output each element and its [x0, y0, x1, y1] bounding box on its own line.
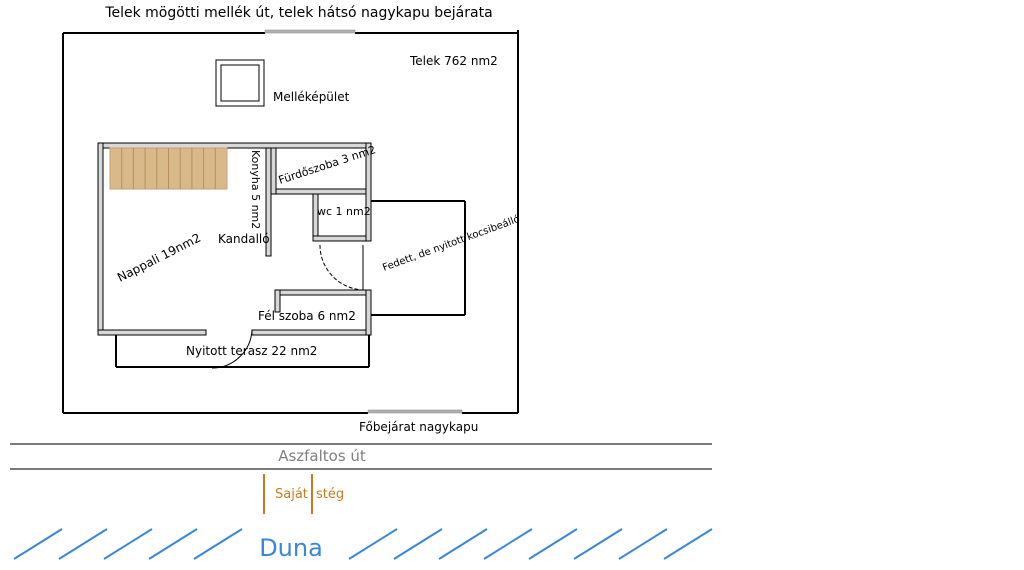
river-wave [103, 528, 153, 560]
river-wave [528, 528, 578, 560]
river-label: Duna [259, 534, 323, 562]
river-wave [573, 528, 623, 560]
river-wave [618, 528, 668, 560]
carport-label: Fedett, de nyitott kocsibeálló [381, 213, 522, 274]
river-wave [193, 528, 243, 560]
house-walls [97, 142, 372, 336]
outbuilding-label: Melléképület [273, 90, 350, 104]
living-room-label: Nappali 19nm2 [115, 231, 203, 285]
river-wave [58, 528, 108, 560]
river-wave [663, 528, 713, 560]
back-gate [264, 29, 356, 34]
river-wave [483, 528, 533, 560]
pier-label-right: stég [316, 487, 344, 502]
carport [371, 200, 466, 316]
wc-label: wc 1 nm2 [317, 205, 371, 218]
pier-label-left: Saját [275, 487, 308, 502]
plot-boundary [62, 30, 519, 414]
kitchen-label: Konyha 5 nm2 [249, 150, 262, 229]
outbuilding [215, 59, 265, 107]
main-gate [367, 409, 463, 414]
main-gate-label: Főbejárat nagykapu [359, 420, 478, 434]
river-wave [438, 528, 488, 560]
plot-area-label: Telek 762 nm2 [409, 54, 498, 68]
fireplace-label: Kandalló [218, 232, 270, 246]
river-wave [393, 528, 443, 560]
hall-door [319, 244, 364, 291]
river-wave [13, 528, 63, 560]
road-label: Aszfaltos út [278, 447, 366, 465]
terrace [115, 335, 370, 368]
river-waves [13, 528, 713, 560]
terrace-label: Nyitott terasz 22 nm2 [186, 344, 317, 358]
back-road-label: Telek mögötti mellék út, telek hátsó nag… [104, 5, 492, 21]
half-room-label: Fél szoba 6 nm2 [258, 309, 356, 323]
stairs [109, 147, 228, 190]
river-wave [348, 528, 398, 560]
bathroom-label: Fürdőszoba 3 nm2 [277, 143, 377, 187]
river-wave [148, 528, 198, 560]
